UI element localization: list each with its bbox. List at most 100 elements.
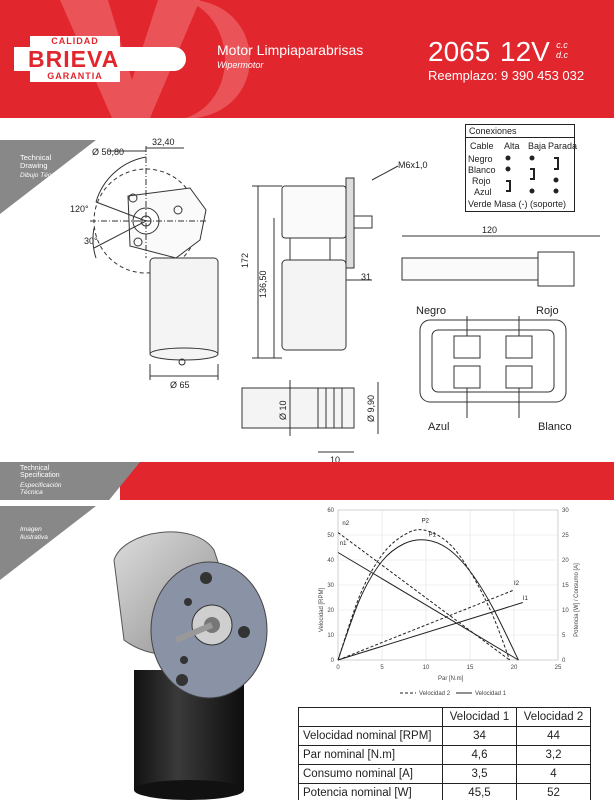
chart-grid bbox=[337, 509, 559, 661]
conn-row-azul: Azul bbox=[474, 187, 492, 197]
image-tag: Imagen Ilustrativa bbox=[0, 506, 96, 580]
series-n1 bbox=[337, 552, 519, 661]
replacement-number: Reemplazo: 9 390 453 032 bbox=[428, 68, 585, 83]
conn-dot bbox=[553, 177, 559, 183]
table-cell: 52 bbox=[516, 783, 591, 800]
leader-m6 bbox=[371, 165, 399, 181]
table-header-cell bbox=[298, 707, 443, 727]
dim-d3: M6x1,0 bbox=[398, 160, 428, 170]
conn-dot bbox=[529, 188, 535, 194]
conn-bridge-parada bbox=[554, 157, 559, 170]
table-cell: 45,5 bbox=[442, 783, 517, 800]
conn-dot bbox=[505, 166, 511, 172]
legend-label-v2: Velocidad 2 bbox=[419, 691, 451, 697]
angle-line-1 bbox=[95, 201, 147, 222]
table-cell: 4 bbox=[516, 764, 591, 784]
conn-header-cable: Cable bbox=[470, 141, 494, 151]
page-header: CALIDAD BRIEVA GARANTIA Motor Limpiapara… bbox=[0, 0, 614, 118]
y-tick-label-left: 30 bbox=[327, 583, 334, 589]
x-tick-label: 10 bbox=[423, 665, 430, 671]
dim-a1: 120° bbox=[70, 204, 89, 214]
connector-inner bbox=[431, 329, 555, 393]
connections-title: Conexiones bbox=[466, 125, 574, 138]
y-tick-label-right: 0 bbox=[562, 658, 566, 664]
technical-spec-label: Technical Specification bbox=[20, 465, 60, 479]
side-bracket bbox=[345, 177, 355, 269]
brand-v-shape bbox=[60, 0, 250, 118]
front-motor-body bbox=[149, 257, 219, 357]
dim-d10: 10 bbox=[330, 455, 340, 462]
hole-2 bbox=[180, 656, 188, 664]
x-tick-label: 25 bbox=[555, 665, 562, 671]
table-row: Velocidad nominal [RPM] 34 44 bbox=[298, 726, 591, 746]
table-cell: Par nominal [N.m] bbox=[298, 745, 443, 765]
shaft-detail bbox=[241, 387, 355, 429]
motor-can-bottom bbox=[134, 780, 244, 800]
dim-d6: 31 bbox=[361, 272, 371, 282]
stud-3 bbox=[176, 674, 188, 686]
series-P1 bbox=[337, 539, 519, 661]
brand-top-text: CALIDAD bbox=[30, 36, 120, 47]
table-row: Consumo nominal [A] 3,5 4 bbox=[298, 764, 591, 784]
x-tick-label: 15 bbox=[467, 665, 474, 671]
spec-table: Velocidad 1 Velocidad 2 Velocidad nomina… bbox=[298, 707, 591, 800]
connector-face bbox=[419, 319, 567, 403]
y-tick-label-right: 5 bbox=[562, 633, 566, 639]
plot-frame bbox=[337, 509, 559, 661]
spec-band-red bbox=[120, 462, 614, 500]
connector-label-rojo: Rojo bbox=[536, 305, 559, 317]
dim-a2: 30° bbox=[84, 236, 98, 246]
dim-d5: 136,50 bbox=[258, 270, 268, 298]
technical-spec-band: Technical Specification Especificación T… bbox=[0, 462, 614, 500]
y-tick-label-right: 15 bbox=[562, 583, 569, 589]
chart-ylabel-right: Potencia [W] / Consumo [A] bbox=[574, 563, 580, 637]
cable-plug bbox=[537, 251, 575, 287]
table-cell: 44 bbox=[516, 726, 591, 746]
conn-row-blanco: Blanco bbox=[468, 165, 496, 175]
table-cell: 34 bbox=[442, 726, 517, 746]
y-tick-label-right: 20 bbox=[562, 558, 569, 564]
connections-table: Conexiones Cable Alta Baja Parada Negro … bbox=[465, 124, 577, 212]
brand-name: BRIEVA bbox=[14, 47, 186, 71]
technical-spec-label-es: Especificación Técnica bbox=[20, 482, 62, 496]
table-cell: 3,2 bbox=[516, 745, 591, 765]
model-number: 2065 bbox=[428, 36, 491, 67]
x-tick-label: 0 bbox=[336, 665, 340, 671]
table-header-cell: Velocidad 2 bbox=[516, 707, 591, 727]
conn-row-negro: Negro bbox=[468, 154, 493, 164]
technical-drawing-label: Technical Drawing bbox=[20, 153, 52, 170]
table-header-row: Velocidad 1 Velocidad 2 bbox=[298, 707, 591, 727]
series-I2 bbox=[337, 589, 515, 661]
stud-2 bbox=[238, 626, 250, 638]
y-tick-label-left: 10 bbox=[327, 633, 334, 639]
y-tick-label-right: 25 bbox=[562, 533, 569, 539]
side-motor-body bbox=[281, 259, 347, 351]
dim-d2: 32,40 bbox=[152, 137, 175, 147]
conn-bridge-baja bbox=[530, 168, 535, 180]
voltage: 12V bbox=[500, 36, 550, 67]
y-tick-label-left: 0 bbox=[331, 658, 335, 664]
table-cell: Consumo nominal [A] bbox=[298, 764, 443, 784]
y-tick-label-right: 10 bbox=[562, 608, 569, 614]
series-label-I1: I1 bbox=[523, 596, 529, 602]
gearbox-outline bbox=[127, 187, 207, 259]
cable-sleeve bbox=[401, 257, 539, 281]
current-type-dc: d.c bbox=[556, 50, 569, 60]
table-row: Potencia nominal [W] 45,5 52 bbox=[298, 783, 591, 800]
motor-illustration bbox=[113, 531, 268, 800]
conn-header-baja: Baja bbox=[528, 141, 547, 151]
y-tick-label-left: 50 bbox=[327, 533, 334, 539]
bolt-hole-3 bbox=[133, 237, 143, 247]
side-shaft bbox=[353, 215, 373, 229]
series-P2 bbox=[337, 529, 511, 661]
side-gearbox bbox=[281, 185, 347, 239]
product-subtitle: Wipermotor bbox=[217, 60, 264, 70]
chart-xlabel: Par [N.m] bbox=[438, 676, 464, 682]
conn-dot bbox=[553, 188, 559, 194]
conn-bridge-alta bbox=[506, 180, 511, 192]
dim-d8: Ø 10 bbox=[278, 400, 288, 420]
x-tick-label: 5 bbox=[380, 665, 384, 671]
angle-arc-30 bbox=[92, 227, 97, 259]
chart-ylabel-left: Velocidad [RPM] bbox=[319, 587, 325, 632]
current-type-cc: c.c bbox=[556, 40, 568, 50]
